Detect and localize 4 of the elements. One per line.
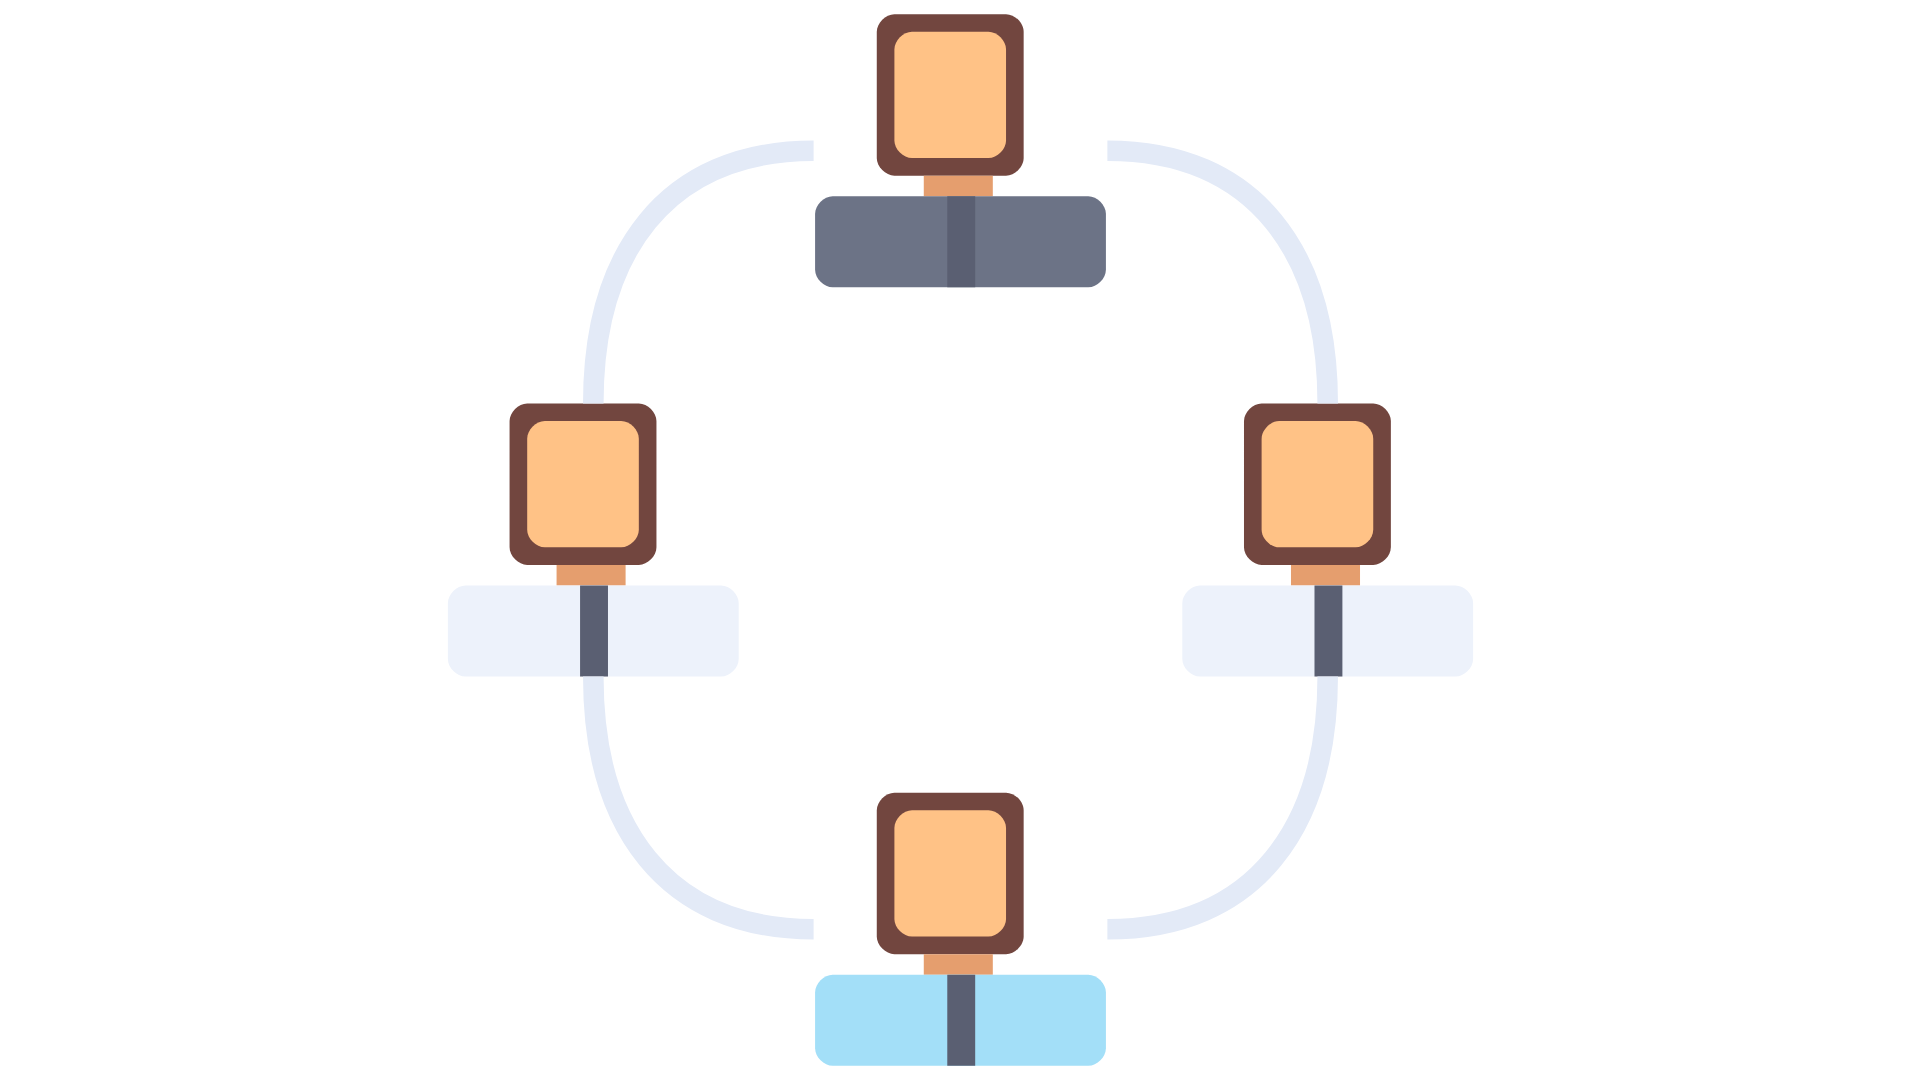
connector bbox=[582, 140, 814, 404]
connector bbox=[1106, 140, 1338, 404]
connector bbox=[1106, 676, 1338, 940]
connector bbox=[582, 676, 814, 940]
